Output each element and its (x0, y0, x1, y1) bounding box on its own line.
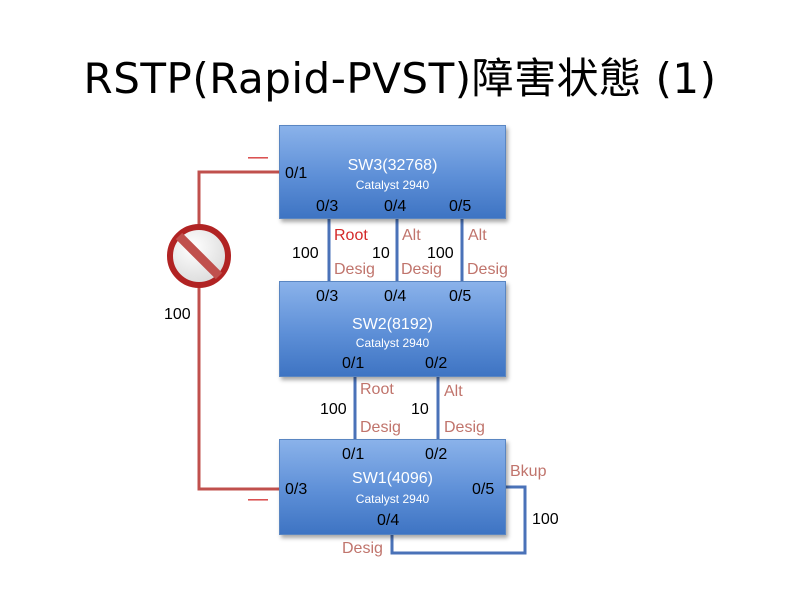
port-state-alt: Alt (402, 227, 421, 244)
port-label: 0/5 (472, 481, 495, 498)
link-cost: 100 (532, 511, 559, 528)
switch-model: Catalyst 2940 (355, 336, 430, 350)
blocked-icon (167, 224, 231, 288)
port-state-desig: Desig (467, 261, 508, 278)
port-state-alt: Alt (468, 227, 487, 244)
link-down-mark: — (248, 146, 268, 168)
port-state-desig: Desig (444, 419, 485, 436)
port-state-desig: Desig (342, 540, 383, 557)
port-label: 0/1 (342, 446, 365, 463)
link-cost: 100 (292, 245, 319, 262)
switch-model: Catalyst 2940 (355, 492, 430, 506)
port-label: 0/5 (449, 198, 472, 215)
port-state-alt: Alt (444, 383, 463, 400)
page-title: RSTP(Rapid-PVST)障害状態 (1) (83, 54, 717, 103)
link-cost: 100 (164, 306, 191, 323)
link-cost: 100 (427, 245, 454, 262)
link-cost: 10 (372, 245, 390, 262)
switch-model: Catalyst 2940 (355, 178, 430, 192)
link-cost: 10 (411, 401, 429, 418)
port-label: 0/1 (342, 355, 365, 372)
port-state-desig: Desig (334, 261, 375, 278)
port-state-desig: Desig (401, 261, 442, 278)
port-label: 0/3 (285, 481, 308, 498)
port-label: 0/2 (425, 355, 448, 372)
link-sw3-sw1-failed (197, 170, 279, 491)
port-state-root: Root (360, 381, 394, 398)
link-sw1-loop (390, 485, 527, 555)
port-state-bkup: Bkup (510, 463, 547, 480)
switch-sw1[interactable]: SW1(4096) Catalyst 2940 (279, 439, 506, 535)
port-label: 0/4 (377, 512, 400, 529)
port-label: 0/4 (384, 288, 407, 305)
port-label: 0/4 (384, 198, 407, 215)
switch-sw3[interactable]: SW3(32768) Catalyst 2940 (279, 125, 506, 219)
link-down-mark: — (248, 488, 268, 510)
switch-name: SW2(8192) (352, 316, 433, 333)
port-label: 0/5 (449, 288, 472, 305)
port-label: 0/2 (425, 446, 448, 463)
port-label: 0/3 (316, 288, 339, 305)
link-cost: 100 (320, 401, 347, 418)
switch-name: SW1(4096) (352, 470, 433, 487)
port-state-desig: Desig (360, 419, 401, 436)
switch-sw2[interactable]: SW2(8192) Catalyst 2940 (279, 281, 506, 377)
port-label: 0/1 (285, 165, 308, 182)
port-state-root: Root (334, 227, 368, 244)
port-label: 0/3 (316, 198, 339, 215)
switch-name: SW3(32768) (347, 157, 438, 174)
